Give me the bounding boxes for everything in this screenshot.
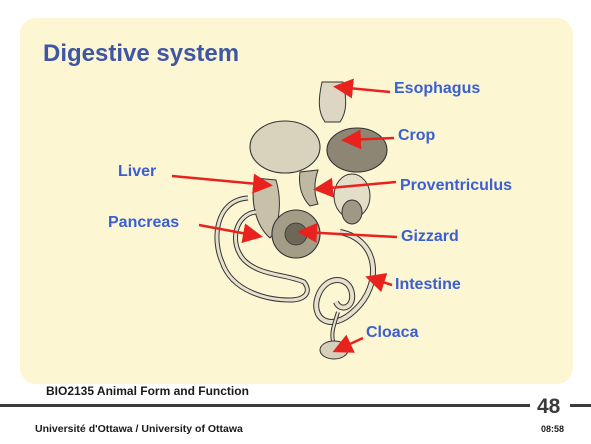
label-intestine: Intestine [395, 276, 461, 294]
course-title: BIO2135 Animal Form and Function [46, 384, 249, 398]
footer-divider-right [570, 404, 591, 407]
footer-time: 08:58 [541, 424, 564, 434]
label-gizzard: Gizzard [401, 228, 459, 246]
page-number: 48 [537, 395, 560, 419]
label-crop: Crop [398, 127, 435, 145]
label-esophagus: Esophagus [394, 80, 480, 98]
label-pancreas: Pancreas [108, 214, 179, 232]
label-liver: Liver [118, 163, 156, 181]
footer-divider-left [0, 404, 530, 407]
label-cloaca: Cloaca [366, 324, 418, 342]
footer-university: Université d'Ottawa / University of Otta… [35, 423, 243, 435]
label-proventriculus: Proventriculus [400, 177, 512, 195]
